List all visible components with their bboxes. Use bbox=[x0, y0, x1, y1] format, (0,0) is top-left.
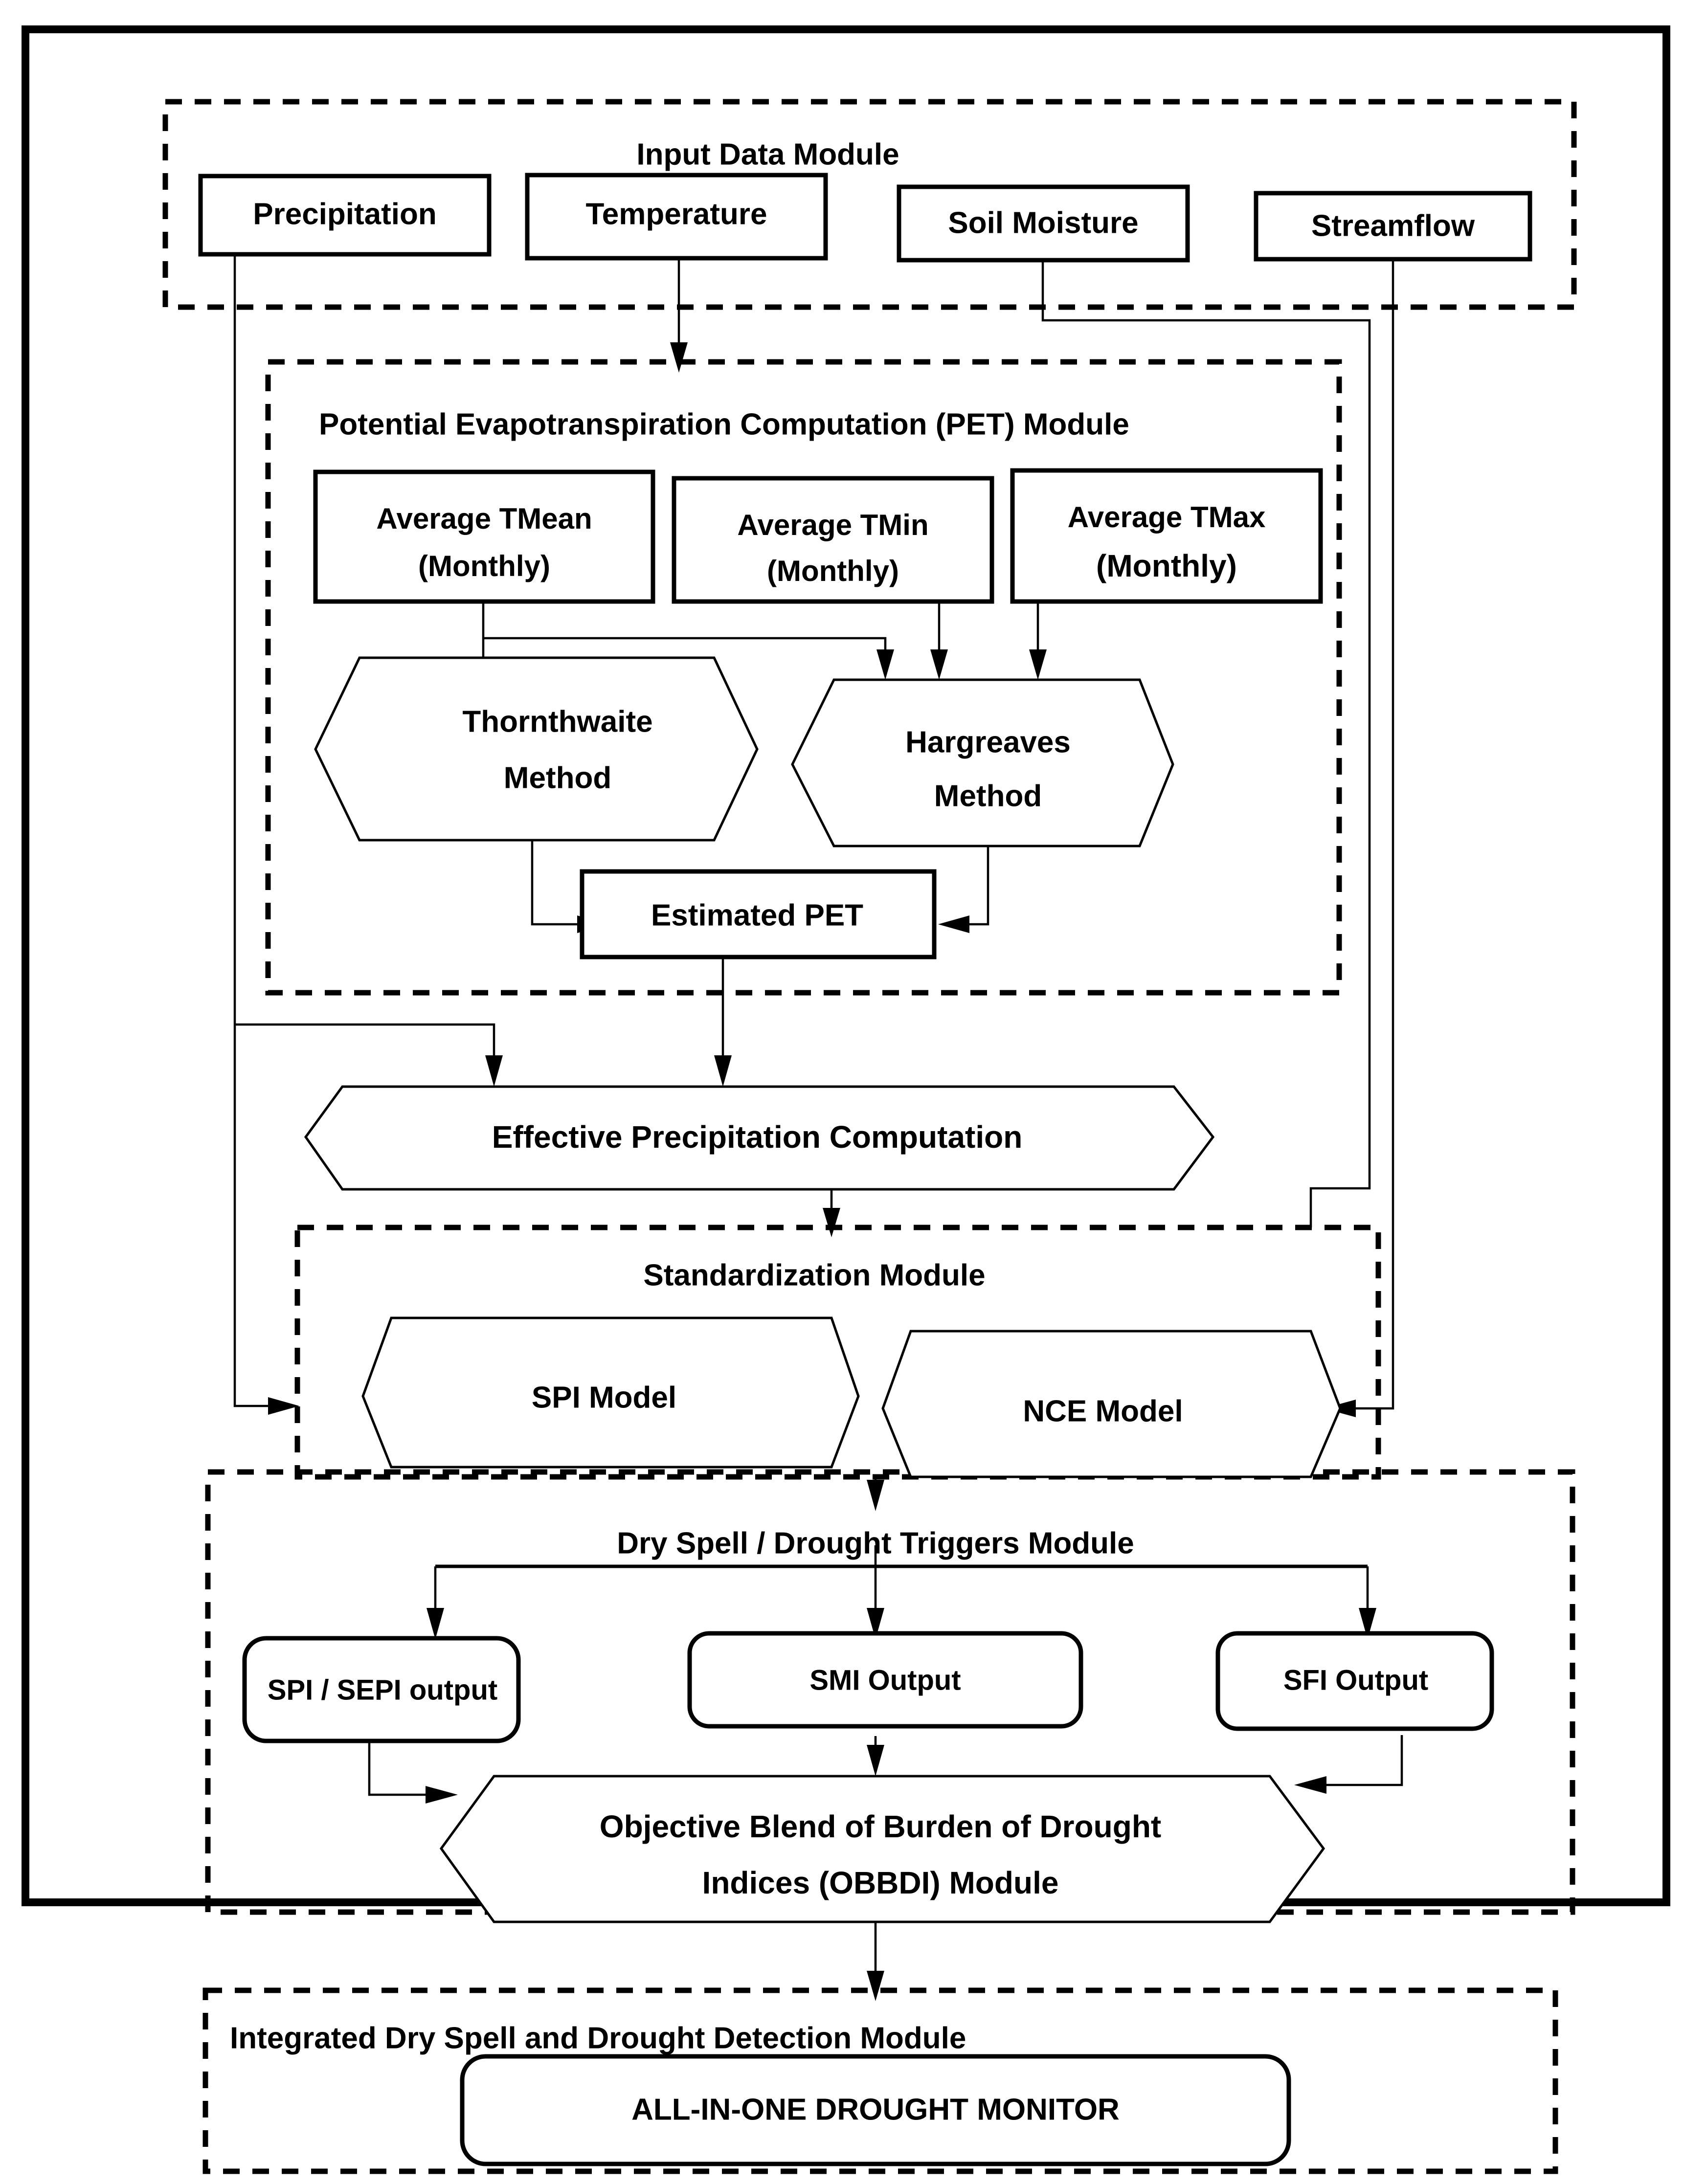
standardization-module-title: Standardization Module bbox=[643, 1258, 985, 1292]
arrow-pet-to-effective-precip bbox=[714, 1055, 732, 1087]
trigger-output-sfi[interactable] bbox=[1215, 1631, 1494, 1731]
label-streamflow: Streamflow bbox=[1311, 209, 1475, 243]
pet-box-estimated-pet[interactable] bbox=[580, 869, 937, 959]
connector-thornthwaite-to-pet bbox=[531, 840, 582, 926]
connector-hargreaves-to-pet bbox=[965, 846, 989, 926]
detection-module-container bbox=[202, 1987, 1558, 2174]
triggers-module-container bbox=[205, 1469, 1575, 1915]
arrow-hargreaves-to-pet bbox=[938, 915, 969, 933]
connector-precipitation-to-effective-precip bbox=[235, 1023, 495, 1071]
input-box-temperature[interactable] bbox=[525, 173, 828, 261]
input-box-soil-moisture[interactable] bbox=[897, 184, 1190, 263]
label-smi-output: SMI Output bbox=[809, 1664, 961, 1696]
all-in-one-drought-monitor-box[interactable] bbox=[460, 2054, 1291, 2166]
arrow-temperature-to-pet bbox=[670, 342, 688, 373]
arrow-sfi-output-to-obbdi bbox=[1294, 1776, 1326, 1794]
arrow-bus-to-sfi-output bbox=[1359, 1608, 1376, 1639]
outer-frame bbox=[22, 25, 1670, 1906]
pet-module-title: Potential Evapotranspiration Computation… bbox=[319, 407, 1129, 441]
label-sfi-output: SFI Output bbox=[1283, 1664, 1428, 1696]
label-all-in-one-drought-monitor: ALL-IN-ONE DROUGHT MONITOR bbox=[631, 2093, 1120, 2126]
input-module-container bbox=[162, 99, 1577, 310]
label-temperature: Temperature bbox=[586, 197, 767, 231]
arrow-tmean-to-hargreaves bbox=[876, 649, 894, 680]
standardization-module-container bbox=[294, 1225, 1381, 1480]
trigger-output-spi-sepi[interactable] bbox=[242, 1636, 521, 1743]
connector-precipitation-to-standardization bbox=[233, 254, 274, 1407]
label-estimated-pet: Estimated PET bbox=[651, 898, 863, 932]
label-tmean-line2: (Monthly) bbox=[418, 550, 550, 582]
detection-module-title: Integrated Dry Spell and Drought Detecti… bbox=[230, 2021, 966, 2055]
arrow-obbdi-to-detection bbox=[867, 1971, 884, 2001]
label-hargreaves-line1: Hargreaves bbox=[905, 725, 1071, 759]
label-nce-model: NCE Model bbox=[1023, 1394, 1183, 1428]
input-box-precipitation[interactable] bbox=[198, 174, 492, 257]
pet-box-tmean[interactable] bbox=[313, 469, 655, 604]
arrow-bus-to-spi-output bbox=[427, 1608, 444, 1639]
pet-box-tmax[interactable] bbox=[1010, 468, 1323, 604]
arrow-precipitation-to-standardization bbox=[268, 1397, 299, 1415]
label-obbdi-line1: Objective Blend of Burden of Drought bbox=[600, 1809, 1161, 1844]
connector-streamflow-to-standardization bbox=[1350, 254, 1394, 1410]
trigger-output-smi[interactable] bbox=[687, 1631, 1083, 1729]
standardization-hexagon-spi-model[interactable] bbox=[361, 1316, 860, 1469]
label-tmean-line1: Average TMean bbox=[376, 502, 592, 535]
arrow-tmin-to-hargreaves bbox=[930, 649, 948, 680]
label-spi-sepi-output: SPI / SEPI output bbox=[268, 1674, 497, 1706]
label-tmax-line2: (Monthly) bbox=[1096, 548, 1237, 583]
connector-soil-moisture-route bbox=[1041, 257, 1371, 1227]
label-tmin-line2: (Monthly) bbox=[767, 555, 899, 587]
label-tmax-line1: Average TMax bbox=[1068, 501, 1266, 534]
label-thornthwaite-line2: Method bbox=[504, 761, 611, 795]
label-tmin-line1: Average TMin bbox=[737, 509, 928, 541]
arrow-effective-precip-to-standardization bbox=[823, 1208, 840, 1237]
label-obbdi-line2: Indices (OBBDI) Module bbox=[702, 1865, 1059, 1900]
label-effective-precipitation: Effective Precipitation Computation bbox=[492, 1119, 1023, 1155]
input-module-title: Input Data Module bbox=[636, 137, 899, 171]
connector-spi-output-to-obbdi bbox=[368, 1738, 430, 1796]
pet-hexagon-thornthwaite[interactable] bbox=[314, 656, 759, 842]
label-hargreaves-line2: Method bbox=[934, 779, 1042, 813]
arrow-bus-to-smi-output bbox=[867, 1608, 884, 1639]
arrow-spi-output-to-obbdi bbox=[426, 1786, 458, 1804]
arrow-standardization-to-triggers bbox=[867, 1480, 884, 1511]
label-spi-model: SPI Model bbox=[532, 1381, 676, 1414]
arrow-smi-output-to-obbdi bbox=[867, 1745, 884, 1776]
connector-sfi-output-to-obbdi bbox=[1321, 1735, 1403, 1786]
standardization-hexagon-nce-model[interactable] bbox=[881, 1330, 1342, 1478]
triggers-module-title: Dry Spell / Drought Triggers Module bbox=[617, 1526, 1134, 1560]
arrow-tmax-to-hargreaves bbox=[1029, 649, 1047, 680]
pet-hexagon-hargreaves[interactable] bbox=[791, 678, 1174, 847]
label-soil-moisture: Soil Moisture bbox=[948, 206, 1138, 240]
obbdi-hexagon[interactable] bbox=[439, 1775, 1325, 1923]
label-thornthwaite-line1: Thornthwaite bbox=[462, 705, 652, 738]
effective-precipitation-hexagon[interactable] bbox=[304, 1085, 1215, 1191]
label-precipitation: Precipitation bbox=[253, 197, 437, 231]
pet-module-container bbox=[265, 359, 1342, 996]
pet-box-tmin[interactable] bbox=[672, 476, 994, 604]
input-box-streamflow[interactable] bbox=[1254, 191, 1532, 262]
arrow-precipitation-to-effective-precip bbox=[485, 1055, 503, 1087]
